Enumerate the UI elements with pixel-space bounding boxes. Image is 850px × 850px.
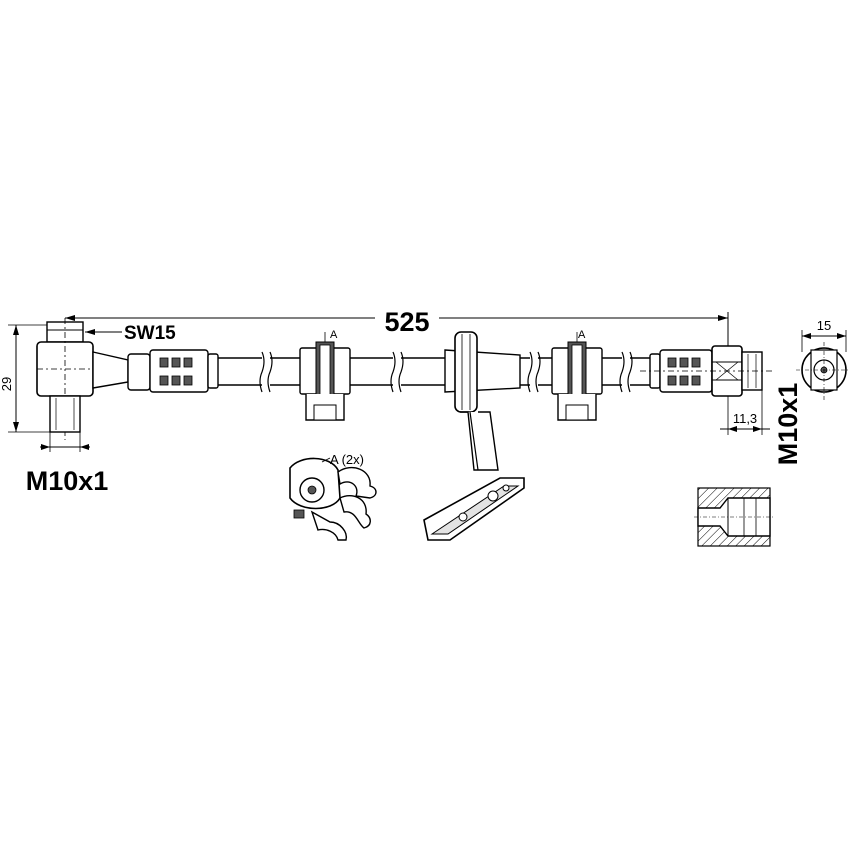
center-bracket (423, 331, 525, 541)
break-mark (390, 351, 404, 393)
wrench-size-label: SW15 (124, 323, 176, 344)
end-view (796, 330, 850, 400)
break-mark (259, 351, 273, 393)
dimension-wrench-size (85, 329, 122, 335)
dimension-right-fitting-length (720, 390, 770, 435)
clip-a-right (551, 332, 603, 421)
break-mark (527, 351, 541, 393)
clip-a-left (299, 332, 351, 421)
dimension-height (8, 324, 50, 433)
clip-detail-label: A (2x) (330, 452, 364, 467)
section-view (694, 487, 774, 547)
dimension-length-label: 525 (384, 307, 429, 337)
height-label: 29 (0, 377, 14, 391)
break-mark (619, 351, 633, 393)
clip-marker-a-left: A (330, 329, 338, 341)
clip-marker-a-right: A (578, 329, 586, 341)
left-crimp-sleeve (127, 349, 219, 393)
right-tube-nut-fitting (640, 345, 775, 397)
dimension-left-thread (40, 432, 90, 452)
end-view-diameter-label: 15 (817, 318, 831, 333)
left-elbow-fitting (36, 318, 129, 440)
right-fitting-length-label: 11,3 (733, 411, 757, 426)
clip-detail (289, 457, 377, 541)
left-thread-label: M10x1 (26, 466, 109, 496)
right-thread-label: M10x1 (773, 383, 803, 466)
